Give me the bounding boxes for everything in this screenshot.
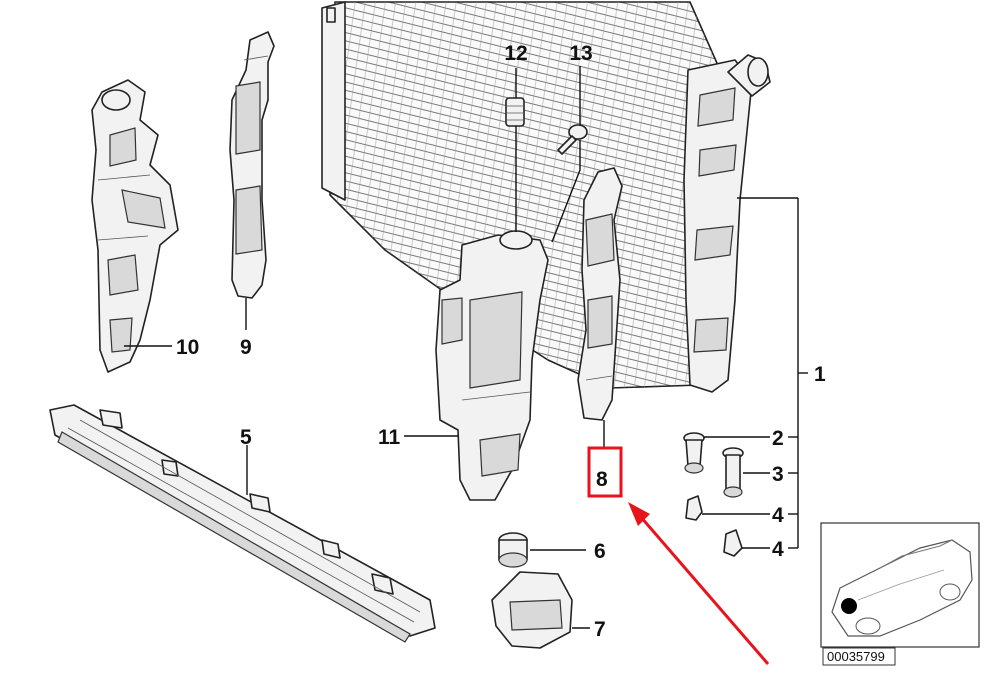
part-3-sleeve bbox=[722, 447, 744, 498]
part-6-mount bbox=[498, 532, 528, 568]
diagram-code: 00035799 bbox=[827, 649, 885, 664]
part-4-nut bbox=[685, 495, 703, 521]
part-2-grommet bbox=[683, 432, 705, 474]
vehicle-thumbnail: 00035799 bbox=[820, 522, 980, 666]
part-12-plug bbox=[505, 97, 525, 127]
callout-6: 6 bbox=[594, 540, 606, 563]
arrow-head-icon bbox=[628, 502, 650, 526]
callout-3: 3 bbox=[772, 463, 784, 486]
part-7-support bbox=[491, 571, 573, 649]
part-5-carrier bbox=[49, 404, 436, 643]
callout-5: 5 bbox=[240, 426, 252, 449]
part-10-bracket bbox=[91, 79, 179, 373]
callout-1: 1 bbox=[814, 363, 826, 386]
callout-4: 4 bbox=[772, 538, 784, 561]
location-dot-icon bbox=[841, 598, 857, 614]
part-8-bracket bbox=[577, 167, 623, 421]
highlight-arrow bbox=[638, 515, 770, 665]
part-9-bracket bbox=[229, 31, 275, 299]
callout-11: 11 bbox=[378, 426, 401, 449]
callout-4: 4 bbox=[772, 504, 784, 527]
callout-10: 10 bbox=[176, 336, 199, 359]
callout-13: 13 bbox=[569, 42, 592, 65]
car-outline bbox=[831, 539, 973, 637]
part-4-nut bbox=[723, 529, 743, 557]
callouts: 12 13 10 9 5 11 8 6 7 1 2 3 4 4 bbox=[176, 42, 826, 641]
callout-8: 8 bbox=[596, 468, 608, 491]
callout-12: 12 bbox=[504, 42, 527, 65]
highlight-box bbox=[587, 446, 623, 498]
highlight-annotation bbox=[587, 446, 770, 665]
leader-lines bbox=[124, 66, 808, 629]
callout-2: 2 bbox=[772, 427, 784, 450]
part-13-screw bbox=[557, 124, 588, 155]
callout-7: 7 bbox=[594, 618, 606, 641]
callout-9: 9 bbox=[240, 336, 252, 359]
part-11-expansion-tank bbox=[435, 230, 549, 501]
radiator bbox=[321, 1, 771, 393]
